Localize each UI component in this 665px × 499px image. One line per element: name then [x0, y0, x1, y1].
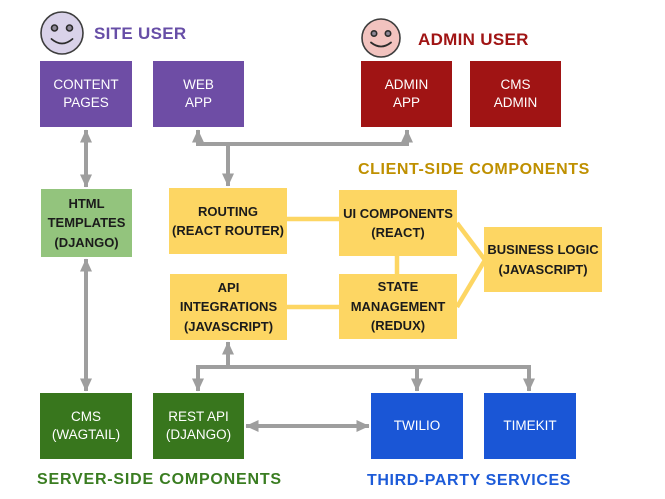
node-label-line: HTML: [68, 195, 105, 211]
node-label-line: CONTENT: [53, 76, 119, 92]
node-label-line: UI COMPONENTS: [343, 205, 453, 221]
node-label-line: (JAVASCRIPT): [498, 261, 588, 277]
node-state-management: STATE MANAGEMENT (REDUX): [339, 274, 457, 339]
node-label-line: APP: [392, 95, 420, 110]
connector-statemanagement-businesslogic: [455, 258, 487, 309]
site-user-label: SITE USER: [94, 24, 187, 43]
node-timekit: TIMEKIT: [484, 393, 576, 459]
node-label-line: TEMPLATES: [47, 215, 126, 231]
node-label-line: (REACT): [371, 225, 425, 240]
node-label-line: TIMEKIT: [503, 417, 557, 433]
node-content-pages: CONTENT PAGES: [40, 61, 132, 127]
node-label-line: (REACT ROUTER): [172, 223, 284, 238]
third-party-services-label: THIRD-PARTY SERVICES: [367, 472, 572, 489]
node-label-line: STATE: [377, 279, 419, 295]
node-label-line: (DJANGO): [54, 234, 119, 250]
node-label-line: APP: [184, 95, 212, 110]
node-label-line: TWILIO: [393, 417, 441, 433]
node-label-line: (JAVASCRIPT): [183, 318, 274, 334]
node-label-line: REST API: [168, 408, 229, 424]
node-label-line: API: [217, 279, 240, 295]
node-rest-api: REST API (DJANGO): [153, 393, 244, 459]
node-label-line: CMS: [71, 408, 101, 424]
connector-uicomponents-businesslogic: [455, 221, 487, 262]
node-label-line: BUSINESS LOGIC: [487, 242, 599, 257]
admin-user-icon: [361, 18, 401, 58]
node-twilio: TWILIO: [371, 393, 463, 459]
node-label-line: (REDUX): [370, 318, 426, 334]
node-routing: ROUTING (REACT ROUTER): [169, 188, 287, 254]
node-cms-admin: CMS ADMIN: [470, 61, 561, 127]
node-cms-wagtail: CMS (WAGTAIL): [40, 393, 132, 459]
node-html-templates: HTML TEMPLATES (DJANGO): [41, 189, 132, 257]
node-label-line: MANAGEMENT: [350, 298, 446, 314]
node-ui-components: UI COMPONENTS (REACT): [339, 190, 457, 256]
node-label-line: CMS: [500, 76, 531, 92]
node-api-integrations: API INTEGRATIONS (JAVASCRIPT): [170, 274, 287, 340]
node-label-line: PAGES: [63, 95, 109, 110]
server-side-components-label: SERVER-SIDE COMPONENTS: [37, 471, 282, 488]
node-admin-app: ADMIN APP: [361, 61, 452, 127]
node-label-line: ADMIN: [384, 76, 429, 92]
site-user-icon: [40, 11, 84, 55]
client-side-components-label: CLIENT-SIDE COMPONENTS: [358, 161, 590, 178]
node-label-line: (WAGTAIL): [51, 427, 121, 442]
node-label-line: WEB: [183, 76, 214, 92]
node-business-logic: BUSINESS LOGIC (JAVASCRIPT): [484, 227, 602, 292]
node-label-line: ADMIN: [493, 95, 538, 110]
node-label-line: INTEGRATIONS: [179, 299, 278, 315]
node-label-line: (DJANGO): [165, 427, 232, 442]
node-label-line: ROUTING: [198, 203, 258, 219]
node-web-app: WEB APP: [153, 61, 244, 127]
admin-user-label: ADMIN USER: [418, 30, 529, 49]
